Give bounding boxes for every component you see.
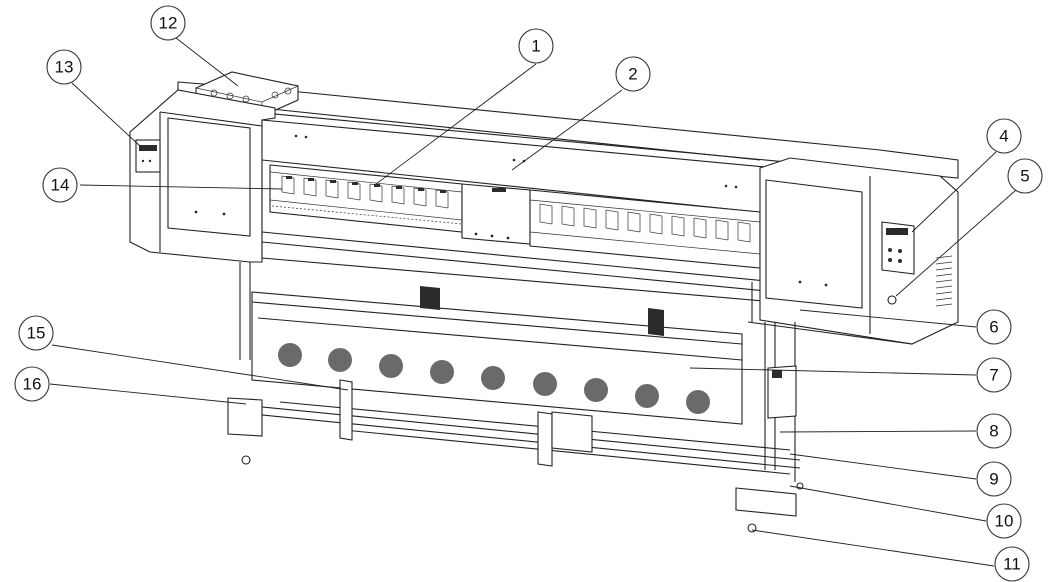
- svg-text:4: 4: [999, 127, 1008, 146]
- svg-text:10: 10: [995, 512, 1014, 531]
- svg-text:5: 5: [1020, 167, 1029, 186]
- callout-8: 8: [976, 413, 1012, 449]
- svg-text:16: 16: [23, 375, 42, 394]
- center-carriage-block: [461, 183, 531, 245]
- left-end-housing: [129, 89, 276, 263]
- svg-text:15: 15: [27, 324, 46, 343]
- leader-lines: [49, 37, 1017, 567]
- svg-text:13: 13: [55, 58, 74, 77]
- svg-text:1: 1: [531, 37, 540, 56]
- svg-text:12: 12: [159, 14, 178, 33]
- svg-text:14: 14: [51, 176, 70, 195]
- callout-11: 11: [994, 546, 1030, 582]
- callout-1: 1: [518, 28, 554, 64]
- callout-7: 7: [976, 357, 1012, 393]
- fan: [278, 343, 710, 414]
- svg-text:7: 7: [989, 366, 998, 385]
- printer-illustration: [129, 71, 959, 533]
- svg-text:6: 6: [989, 318, 998, 337]
- callout-12: 12: [150, 5, 186, 41]
- print-carriage-right: [539, 203, 751, 243]
- callout-2: 2: [615, 56, 651, 92]
- callout-9: 9: [976, 461, 1012, 497]
- callout-13: 13: [46, 49, 82, 85]
- callout-4: 4: [986, 118, 1022, 154]
- callout-5: 5: [1007, 158, 1043, 194]
- callout-16: 16: [14, 366, 50, 402]
- take-up-system: [227, 365, 804, 533]
- heater-fan-panel: [251, 286, 743, 425]
- callout-15: 15: [18, 315, 54, 351]
- svg-text:8: 8: [989, 422, 998, 441]
- svg-text:9: 9: [989, 470, 998, 489]
- callout-6: 6: [976, 309, 1012, 345]
- svg-text:11: 11: [1003, 555, 1021, 574]
- right-end-housing: [747, 157, 959, 345]
- print-carriage-left: [281, 175, 449, 209]
- callout-10: 10: [986, 503, 1022, 539]
- callouts: 1 2 4 5 6 7 8 9: [14, 5, 1043, 582]
- callout-14: 14: [42, 167, 78, 203]
- svg-text:2: 2: [628, 65, 637, 84]
